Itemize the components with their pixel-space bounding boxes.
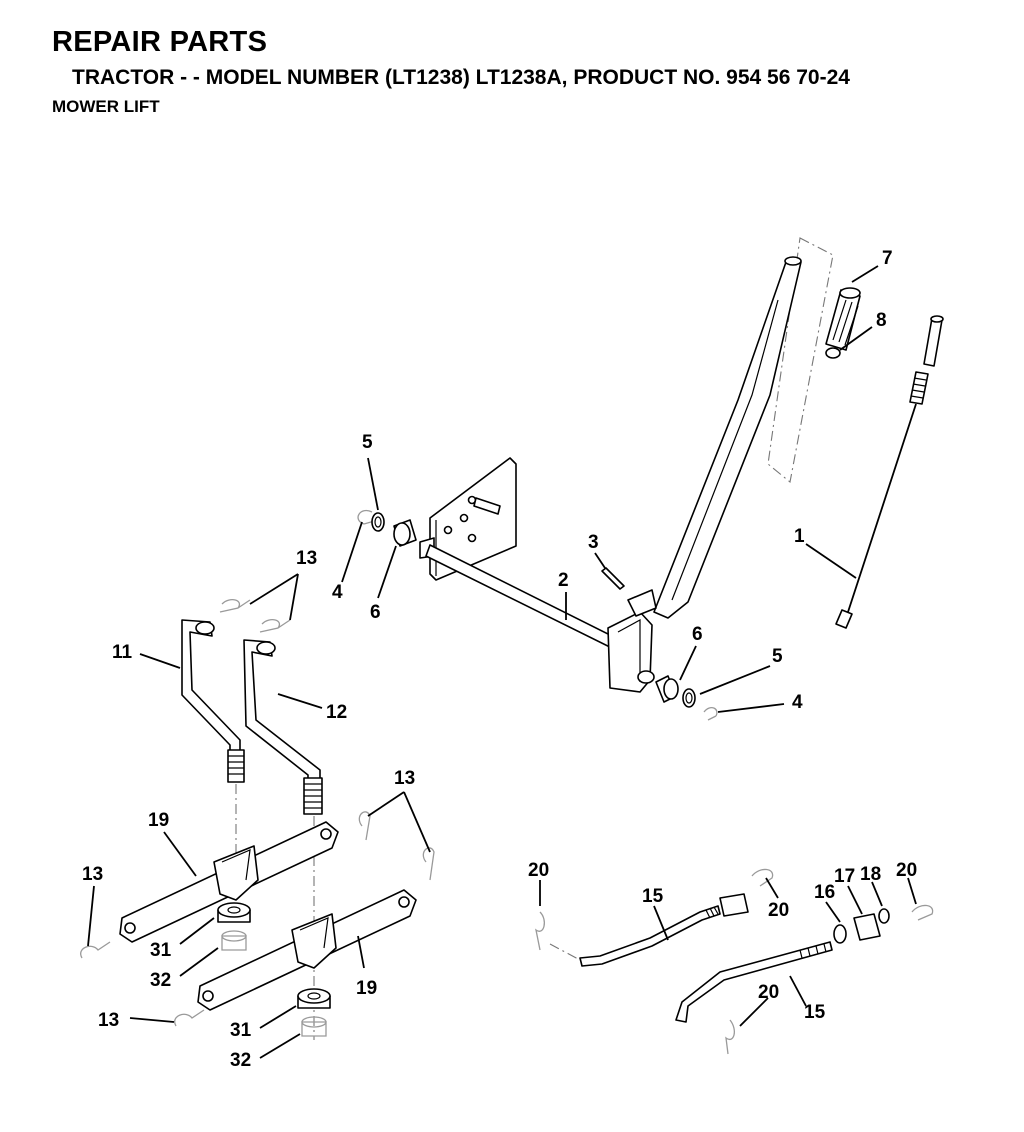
callout-6-right: 6 xyxy=(692,624,703,645)
nut-32-lower xyxy=(301,1016,327,1037)
callout-1: 1 xyxy=(794,526,805,547)
callout-5-right: 5 xyxy=(772,646,783,667)
callout-18: 18 xyxy=(860,864,881,885)
lift-rod xyxy=(835,315,944,629)
spacer-31-upper xyxy=(217,902,251,923)
callout-2: 2 xyxy=(558,570,569,591)
spacer-31-lower xyxy=(297,988,331,1009)
right-shaft-hardware xyxy=(655,675,718,721)
callout-7: 7 xyxy=(882,248,893,269)
callout-19-lower: 19 xyxy=(356,978,377,999)
lift-handle xyxy=(653,237,834,619)
nut-32-upper xyxy=(221,930,247,951)
pin-18 xyxy=(878,908,890,924)
leader-lines xyxy=(87,265,917,1059)
section-title: MOWER LIFT xyxy=(52,97,160,116)
mounting-bracket xyxy=(419,457,517,581)
callout-20-bottom: 20 xyxy=(758,982,779,1003)
hairpin-clips-13 xyxy=(80,598,435,1027)
callout-32-upper: 32 xyxy=(150,970,171,991)
lift-link-19-upper xyxy=(119,821,339,943)
page-title: REPAIR PARTS xyxy=(52,26,268,58)
adjust-rod-15-upper xyxy=(549,893,749,967)
callout-3: 3 xyxy=(588,532,599,553)
callout-8: 8 xyxy=(876,310,887,331)
adjust-rod-15-lower xyxy=(675,941,833,1023)
callout-20-left: 20 xyxy=(528,860,549,881)
callout-32-lower: 32 xyxy=(230,1050,251,1071)
washer-16 xyxy=(833,924,847,944)
callout-31-upper: 31 xyxy=(150,940,172,961)
roll-pin xyxy=(601,567,625,590)
callout-13-top: 13 xyxy=(296,548,317,569)
callout-13-right: 13 xyxy=(394,768,415,789)
lift-link-19-lower xyxy=(197,889,417,1011)
callout-6-left: 6 xyxy=(370,602,381,623)
lift-arm-11 xyxy=(181,619,245,920)
callout-17: 17 xyxy=(834,866,855,887)
model-subtitle: TRACTOR - - MODEL NUMBER (LT1238) LT1238… xyxy=(72,66,850,89)
callout-20-center: 20 xyxy=(768,900,789,921)
callout-4-right: 4 xyxy=(792,692,803,713)
callout-13-left: 13 xyxy=(82,864,103,885)
callout-13-bottom: 13 xyxy=(98,1010,119,1031)
block-17 xyxy=(853,913,881,941)
callout-15-upper: 15 xyxy=(642,886,664,907)
callout-12: 12 xyxy=(326,702,347,723)
callout-5-left: 5 xyxy=(362,432,373,453)
left-shaft-hardware xyxy=(357,509,417,547)
callout-19-upper: 19 xyxy=(148,810,169,831)
callout-16: 16 xyxy=(814,882,835,903)
callout-20-right: 20 xyxy=(896,860,917,881)
callout-15-lower: 15 xyxy=(804,1002,826,1023)
lift-shaft xyxy=(425,544,657,693)
handle-grip xyxy=(825,287,861,351)
hairpin-clips-20 xyxy=(535,868,934,1055)
callout-4-left: 4 xyxy=(332,582,343,603)
grip-ferrule xyxy=(825,347,841,359)
callout-31-lower: 31 xyxy=(230,1020,252,1041)
callout-11: 11 xyxy=(112,642,133,663)
callout-labels: 7 8 1 3 2 5 4 6 6 5 4 13 11 12 13 19 13 … xyxy=(82,248,917,1071)
